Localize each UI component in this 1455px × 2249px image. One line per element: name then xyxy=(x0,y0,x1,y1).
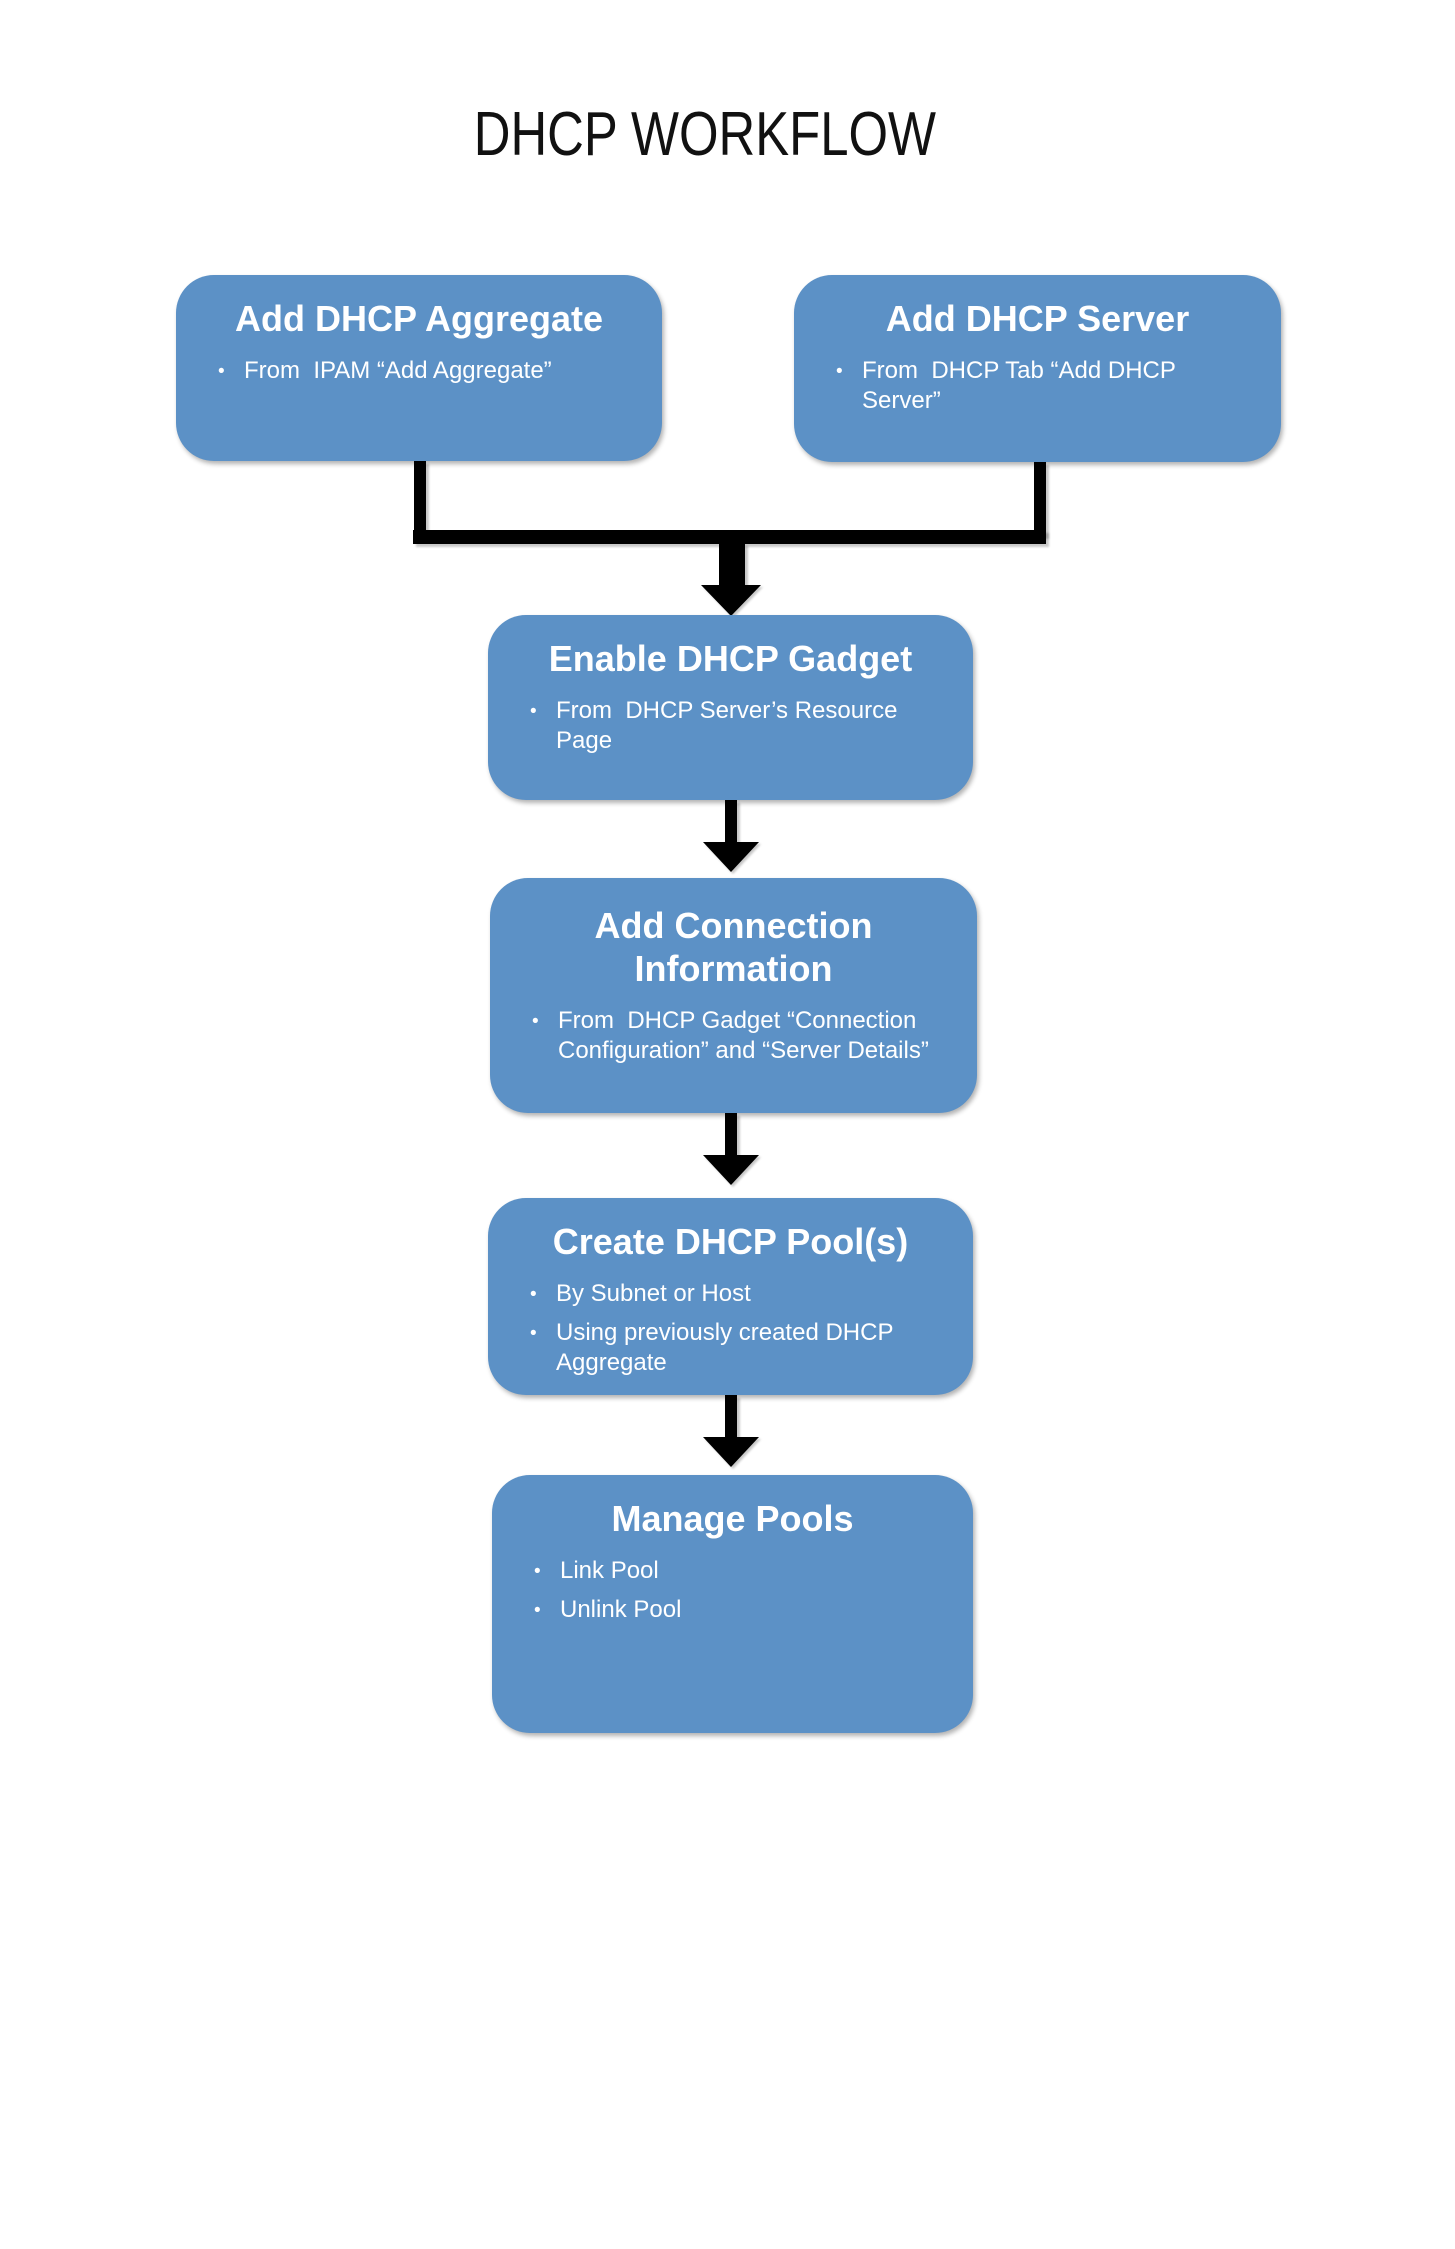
node-bullet-list: •By Subnet or Host •Using previously cre… xyxy=(516,1279,945,1378)
node-bullet: •By Subnet or Host xyxy=(530,1279,939,1309)
bullet-dot-icon: • xyxy=(534,1600,541,1622)
arrow-head-2-icon xyxy=(703,1155,759,1185)
merge-arrow-head-icon xyxy=(701,585,761,616)
node-bullet: •Using previously created DHCP Aggregate xyxy=(530,1319,899,1377)
bullet-dot-icon: • xyxy=(534,1561,541,1583)
node-bullet: •Link Pool xyxy=(534,1556,939,1586)
bullet-dot-icon: • xyxy=(218,361,225,383)
bullet-dot-icon: • xyxy=(836,361,843,383)
bullet-dot-icon: • xyxy=(532,1011,539,1033)
node-heading: Manage Pools xyxy=(611,1498,854,1539)
node-bullet: •From DHCP Server’s Resource Page xyxy=(530,697,905,755)
node-add-connection-information: Add Connection Information •From DHCP Ga… xyxy=(490,878,977,1113)
node-bullet: •From DHCP Gadget “Connection Configurat… xyxy=(532,1007,929,1065)
arrow-head-3-icon xyxy=(703,1437,759,1467)
node-add-dhcp-aggregate: Add DHCP Aggregate •From IPAM “Add Aggre… xyxy=(176,275,662,461)
node-heading: Add DHCP Aggregate xyxy=(234,298,604,339)
node-bullet-list: •From DHCP Tab “Add DHCP Server” xyxy=(822,356,1253,416)
node-bullet-list: •From IPAM “Add Aggregate” xyxy=(204,356,634,386)
node-create-dhcp-pools: Create DHCP Pool(s) •By Subnet or Host •… xyxy=(488,1198,973,1395)
node-enable-dhcp-gadget: Enable DHCP Gadget •From DHCP Server’s R… xyxy=(488,615,973,800)
node-bullet-list: •From DHCP Gadget “Connection Configurat… xyxy=(518,1006,949,1066)
node-bullet: •Unlink Pool xyxy=(534,1595,939,1625)
bullet-dot-icon: • xyxy=(530,1284,537,1306)
connector-right-vertical xyxy=(1034,462,1046,536)
node-heading: Add Connection Information xyxy=(594,905,873,990)
node-bullet-list: •From DHCP Server’s Resource Page xyxy=(516,696,945,756)
node-bullet: •From IPAM “Add Aggregate” xyxy=(218,356,628,386)
arrow-shaft-2 xyxy=(725,1113,737,1156)
page-title: DHCP WORKFLOW xyxy=(0,103,1410,167)
node-bullet-list: •Link Pool •Unlink Pool xyxy=(520,1556,945,1625)
bullet-dot-icon: • xyxy=(530,1323,537,1345)
merge-arrow-shaft xyxy=(719,543,745,586)
node-add-dhcp-server: Add DHCP Server •From DHCP Tab “Add DHCP… xyxy=(794,275,1281,462)
connector-horizontal-bar xyxy=(413,530,1046,544)
node-heading: Create DHCP Pool(s) xyxy=(552,1221,909,1262)
bullet-dot-icon: • xyxy=(530,701,537,723)
node-heading: Enable DHCP Gadget xyxy=(548,638,913,679)
connector-left-vertical xyxy=(414,461,426,536)
arrow-head-1-icon xyxy=(703,842,759,872)
arrow-shaft-3 xyxy=(725,1395,737,1438)
page-title-text: DHCP WORKFLOW xyxy=(473,100,937,169)
node-heading: Add DHCP Server xyxy=(885,298,1190,339)
node-manage-pools: Manage Pools •Link Pool •Unlink Pool xyxy=(492,1475,973,1733)
arrow-shaft-1 xyxy=(725,800,737,843)
node-bullet: •From DHCP Tab “Add DHCP Server” xyxy=(836,357,1183,415)
